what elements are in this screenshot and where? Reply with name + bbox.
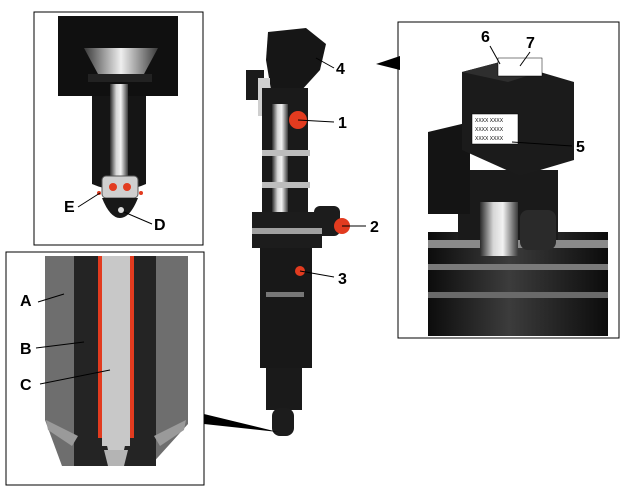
callout-7: 7 <box>526 35 535 52</box>
callout-A: A <box>20 293 32 310</box>
callout-E: E <box>64 199 75 216</box>
callout-5: 5 <box>576 139 585 156</box>
callout-6: 6 <box>481 29 490 46</box>
callout-2: 2 <box>370 219 379 236</box>
callout-B: B <box>20 341 32 358</box>
label-line-1: XXXX XXXX <box>475 118 504 124</box>
connector-closeup: XXXX XXXX XXXX XXXX XXXX XXXX <box>397 21 620 339</box>
callout-C: C <box>20 377 32 394</box>
callout-1: 1 <box>338 115 347 132</box>
nozzle-section-inset <box>5 251 205 486</box>
injector-main <box>246 28 350 436</box>
zoom-pointer-nozzle <box>204 414 278 432</box>
callout-4: 4 <box>336 61 345 78</box>
leader-lines <box>35 45 573 385</box>
zoom-pointer-connector <box>376 56 400 70</box>
label-line-3: XXXX XXXX <box>475 136 504 142</box>
callout-D: D <box>154 217 166 234</box>
label-line-2: XXXX XXXX <box>475 127 504 133</box>
nozzle-tip-inset <box>33 11 204 246</box>
callout-3: 3 <box>338 271 347 288</box>
